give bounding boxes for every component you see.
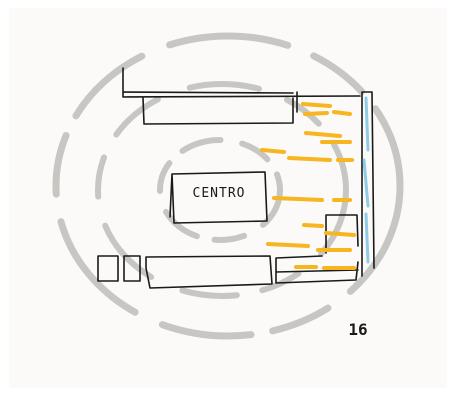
bottom-small-square-2 [123, 255, 141, 282]
top-building-lower [142, 97, 294, 125]
centro-block [169, 171, 268, 224]
page-number: 16 [348, 320, 367, 339]
bottom-right-block [275, 255, 359, 284]
ring-inner [157, 137, 283, 243]
ring-outer [52, 32, 404, 340]
blue-wash [362, 96, 370, 264]
ring-middle [95, 81, 349, 299]
right-wing [361, 91, 375, 277]
centro-label: CENTRO [193, 186, 246, 201]
concentric-rings [52, 32, 404, 340]
bottom-small-square-1 [97, 255, 119, 282]
bottom-long-block [145, 255, 273, 289]
top-building [122, 67, 361, 98]
orange-hatching [260, 102, 356, 270]
